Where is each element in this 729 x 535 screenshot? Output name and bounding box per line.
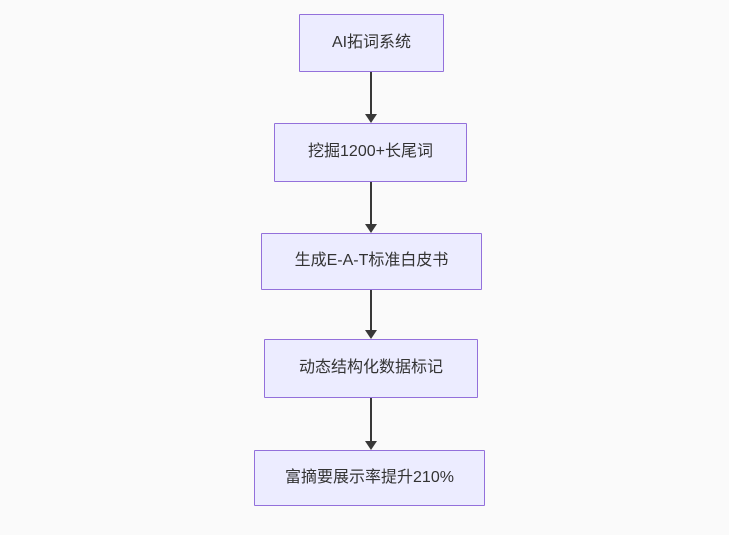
arrow-line (370, 182, 372, 226)
flow-node-eat-whitepaper: 生成E-A-T标准白皮书 (261, 233, 482, 290)
flow-node-rich-snippet-rate: 富摘要展示率提升210% (254, 450, 485, 506)
flow-node-ai-word-expansion-system: AI拓词系统 (299, 14, 444, 72)
arrowhead-down-icon (365, 114, 377, 123)
arrowhead-down-icon (365, 224, 377, 233)
arrowhead-down-icon (365, 441, 377, 450)
flow-arrow (364, 398, 378, 450)
flow-node-label: 生成E-A-T标准白皮书 (294, 252, 449, 270)
flow-arrow (364, 72, 378, 123)
flow-node-label: 动态结构化数据标记 (298, 359, 443, 377)
arrow-line (370, 72, 372, 116)
arrow-line (370, 290, 372, 332)
flow-node-label: 富摘要展示率提升210% (285, 468, 454, 486)
flow-arrow (364, 290, 378, 339)
flow-arrow (364, 182, 378, 233)
flow-node-structured-data-markup: 动态结构化数据标记 (264, 339, 478, 398)
flow-node-label: AI拓词系统 (331, 33, 412, 51)
arrowhead-down-icon (365, 330, 377, 339)
arrow-line (370, 398, 372, 443)
flow-node-longtail-keywords: 挖掘1200+长尾词 (274, 123, 467, 182)
flow-node-label: 挖掘1200+长尾词 (308, 143, 433, 161)
